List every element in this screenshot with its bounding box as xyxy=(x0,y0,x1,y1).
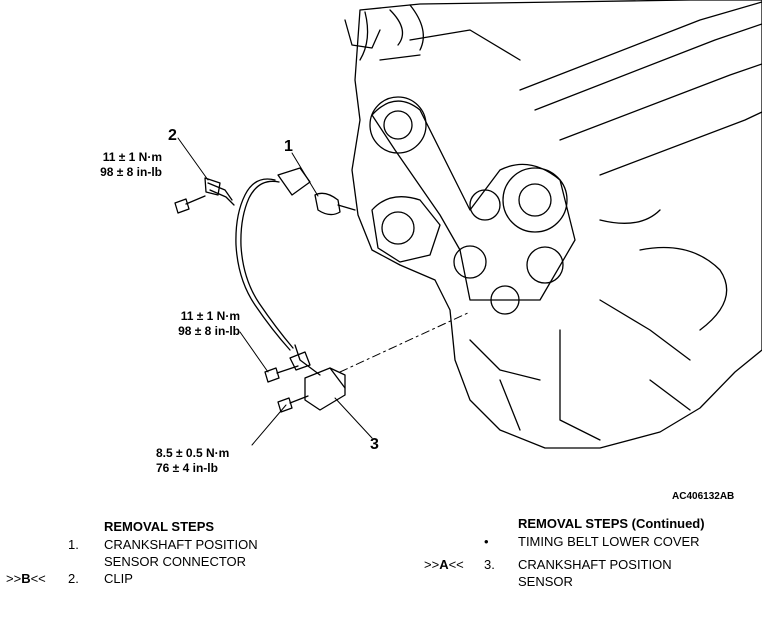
removal-steps-continued-title: REMOVAL STEPS (Continued) xyxy=(518,516,705,531)
torque-inlb: 98 ± 8 in-lb xyxy=(100,165,162,179)
torque-inlb: 98 ± 8 in-lb xyxy=(178,324,240,338)
removal-steps-title: REMOVAL STEPS xyxy=(104,519,215,534)
torque-nm: 11 ± 1 N·m xyxy=(180,309,240,323)
step-number: 3. xyxy=(484,557,495,572)
callout-1: 1 xyxy=(284,138,293,155)
step-label-line1: CRANKSHAFT POSITION xyxy=(518,557,672,572)
torque-inlb: 76 ± 4 in-lb xyxy=(156,461,218,475)
step-reference-tag: >>B<< xyxy=(6,570,46,587)
torque-nm: 8.5 ± 0.5 N·m xyxy=(156,446,230,460)
callout-2: 2 xyxy=(168,127,177,144)
sensor-connector xyxy=(277,167,356,216)
sensor-harness xyxy=(207,178,321,376)
pump-housing xyxy=(371,196,441,263)
torque-nm: 11 ± 1 N·m xyxy=(102,150,162,164)
step-label-line1: CRANKSHAFT POSITION xyxy=(104,537,258,552)
tag-letter: A xyxy=(439,557,449,572)
step-label-line2: SENSOR CONNECTOR xyxy=(104,554,247,569)
torque-spec-clip-bolt: 11 ± 1 N·m 98 ± 8 in-lb xyxy=(60,150,162,180)
torque-spec-bracket-bolt: 11 ± 1 N·m 98 ± 8 in-lb xyxy=(138,309,240,339)
tag-prefix: >> xyxy=(6,571,22,586)
tag-suffix: << xyxy=(30,571,46,586)
bolt-clip xyxy=(174,195,206,214)
step-label-line1: TIMING BELT LOWER COVER xyxy=(518,534,700,549)
step-label-line2: SENSOR xyxy=(518,574,573,589)
step-label-line1: CLIP xyxy=(104,571,133,586)
engine-diagram xyxy=(174,0,762,449)
figure-code: AC406132AB xyxy=(672,491,735,502)
torque-spec-sensor-bolt: 8.5 ± 0.5 N·m 76 ± 4 in-lb xyxy=(156,446,258,476)
tag-suffix: << xyxy=(448,557,464,572)
bolt-bracket xyxy=(264,365,299,383)
step-number: 2. xyxy=(68,571,79,586)
engine-block xyxy=(344,0,762,449)
timing-belt xyxy=(369,96,576,315)
step-bullet: • xyxy=(484,534,489,549)
harness-clip xyxy=(204,177,221,196)
callout-3: 3 xyxy=(370,436,379,453)
crankshaft-sensor xyxy=(289,351,346,411)
step-reference-tag: >>A<< xyxy=(424,556,464,573)
tag-prefix: >> xyxy=(424,557,440,572)
step-number: 1. xyxy=(68,537,79,552)
tag-letter: B xyxy=(21,571,31,586)
